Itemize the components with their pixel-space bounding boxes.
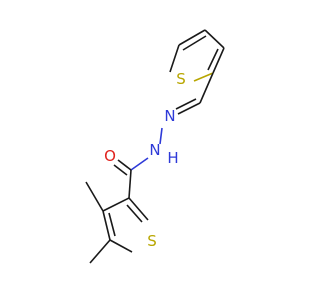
atom-h-amide: H [167,149,178,167]
atom-s-top: S [176,70,186,88]
bond-n-n [159,127,163,145]
atom-s-bottom: S [147,232,157,250]
bond-c-ring [128,169,132,199]
atom-n-amide: N [149,141,160,159]
bond-ring-b3 [109,239,133,253]
bond-c-c-top3 [212,47,225,74]
bond-ring-b4-inner [126,204,143,223]
bond-ring-b4 [128,197,149,221]
bond-c-o-double [113,164,128,176]
bond-ch-n [177,102,201,115]
bond-c-s-top [193,72,214,82]
bond-methyl-2 [89,239,111,264]
atom-labels: S N N H O S [104,70,186,250]
bond-s-c-top [169,44,180,73]
bond-c-c-top1 [178,29,206,46]
bond-c-c-top2 [204,29,225,49]
bond-ring-b2 [102,210,111,241]
bond-ring-b2-inner [108,212,116,237]
bond-ring-ch [199,72,214,104]
bond-methyl-1 [85,181,104,212]
bond-nh-c [130,157,149,171]
bond-group [85,29,225,264]
background [0,0,300,300]
molecule-canvas: S N N H O S [0,0,300,300]
bond-c-c-top3-inner [207,48,219,71]
bond-ring-b1 [102,197,130,212]
atom-n-imine: N [164,107,175,125]
molecule-structure: S N N H O S [0,0,300,300]
bond-ch-n-double [175,98,197,110]
bond-c-c-top1-inner [182,35,207,51]
bond-c-o [117,159,132,171]
atom-o-carbonyl: O [104,147,116,165]
